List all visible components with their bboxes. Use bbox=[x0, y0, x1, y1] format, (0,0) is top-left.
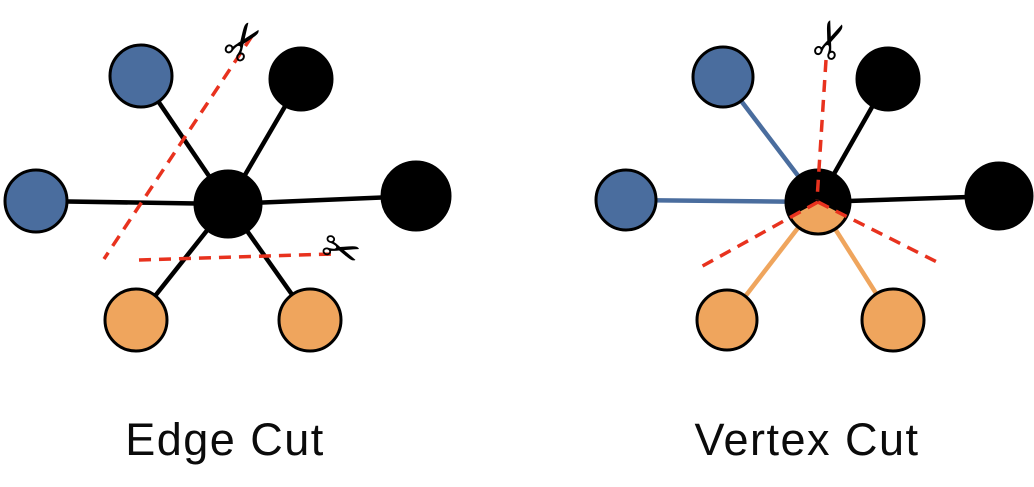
edge-cut-nodes bbox=[3, 43, 452, 353]
vertex-cut-cut-lines bbox=[698, 59, 938, 270]
graph-node-orange bbox=[103, 287, 169, 353]
graph-node-black bbox=[380, 160, 452, 232]
vertex-cut-scissors: ✂ bbox=[797, 10, 866, 69]
vertex-cut-label: Vertex Cut bbox=[694, 414, 919, 465]
graph-node-orange bbox=[695, 288, 759, 352]
graph-node-orange bbox=[860, 287, 926, 353]
graph-node-blue bbox=[594, 168, 658, 232]
cut-line bbox=[138, 252, 334, 262]
vertex-cut-panel: ✂ Vertex Cut bbox=[594, 10, 1034, 465]
center-node-split-wedge bbox=[791, 202, 846, 233]
cut-line bbox=[815, 59, 828, 201]
graph-node-blue bbox=[691, 45, 755, 109]
cut-line bbox=[698, 200, 819, 270]
graph-node-black bbox=[855, 46, 921, 112]
center-node bbox=[193, 169, 263, 239]
scissors-icon: ✂ bbox=[797, 10, 866, 69]
scissors-icon: ✂ bbox=[314, 218, 367, 281]
edge-cut-cut-lines bbox=[102, 35, 334, 262]
graph-node-blue bbox=[108, 43, 174, 109]
cut-line bbox=[102, 35, 254, 260]
edge-cut-label: Edge Cut bbox=[125, 414, 325, 465]
edge-cut-scissors: ✂✂ bbox=[208, 8, 367, 281]
cut-line bbox=[817, 200, 938, 264]
vertex-cut-nodes bbox=[594, 45, 1034, 353]
edge-cut-panel: ✂✂ Edge Cut bbox=[3, 8, 452, 465]
scissors-icon: ✂ bbox=[208, 8, 280, 76]
graph-node-black bbox=[964, 161, 1034, 231]
graph-node-black bbox=[268, 46, 334, 112]
graph-node-orange bbox=[277, 287, 343, 353]
graph-node-blue bbox=[3, 168, 69, 234]
